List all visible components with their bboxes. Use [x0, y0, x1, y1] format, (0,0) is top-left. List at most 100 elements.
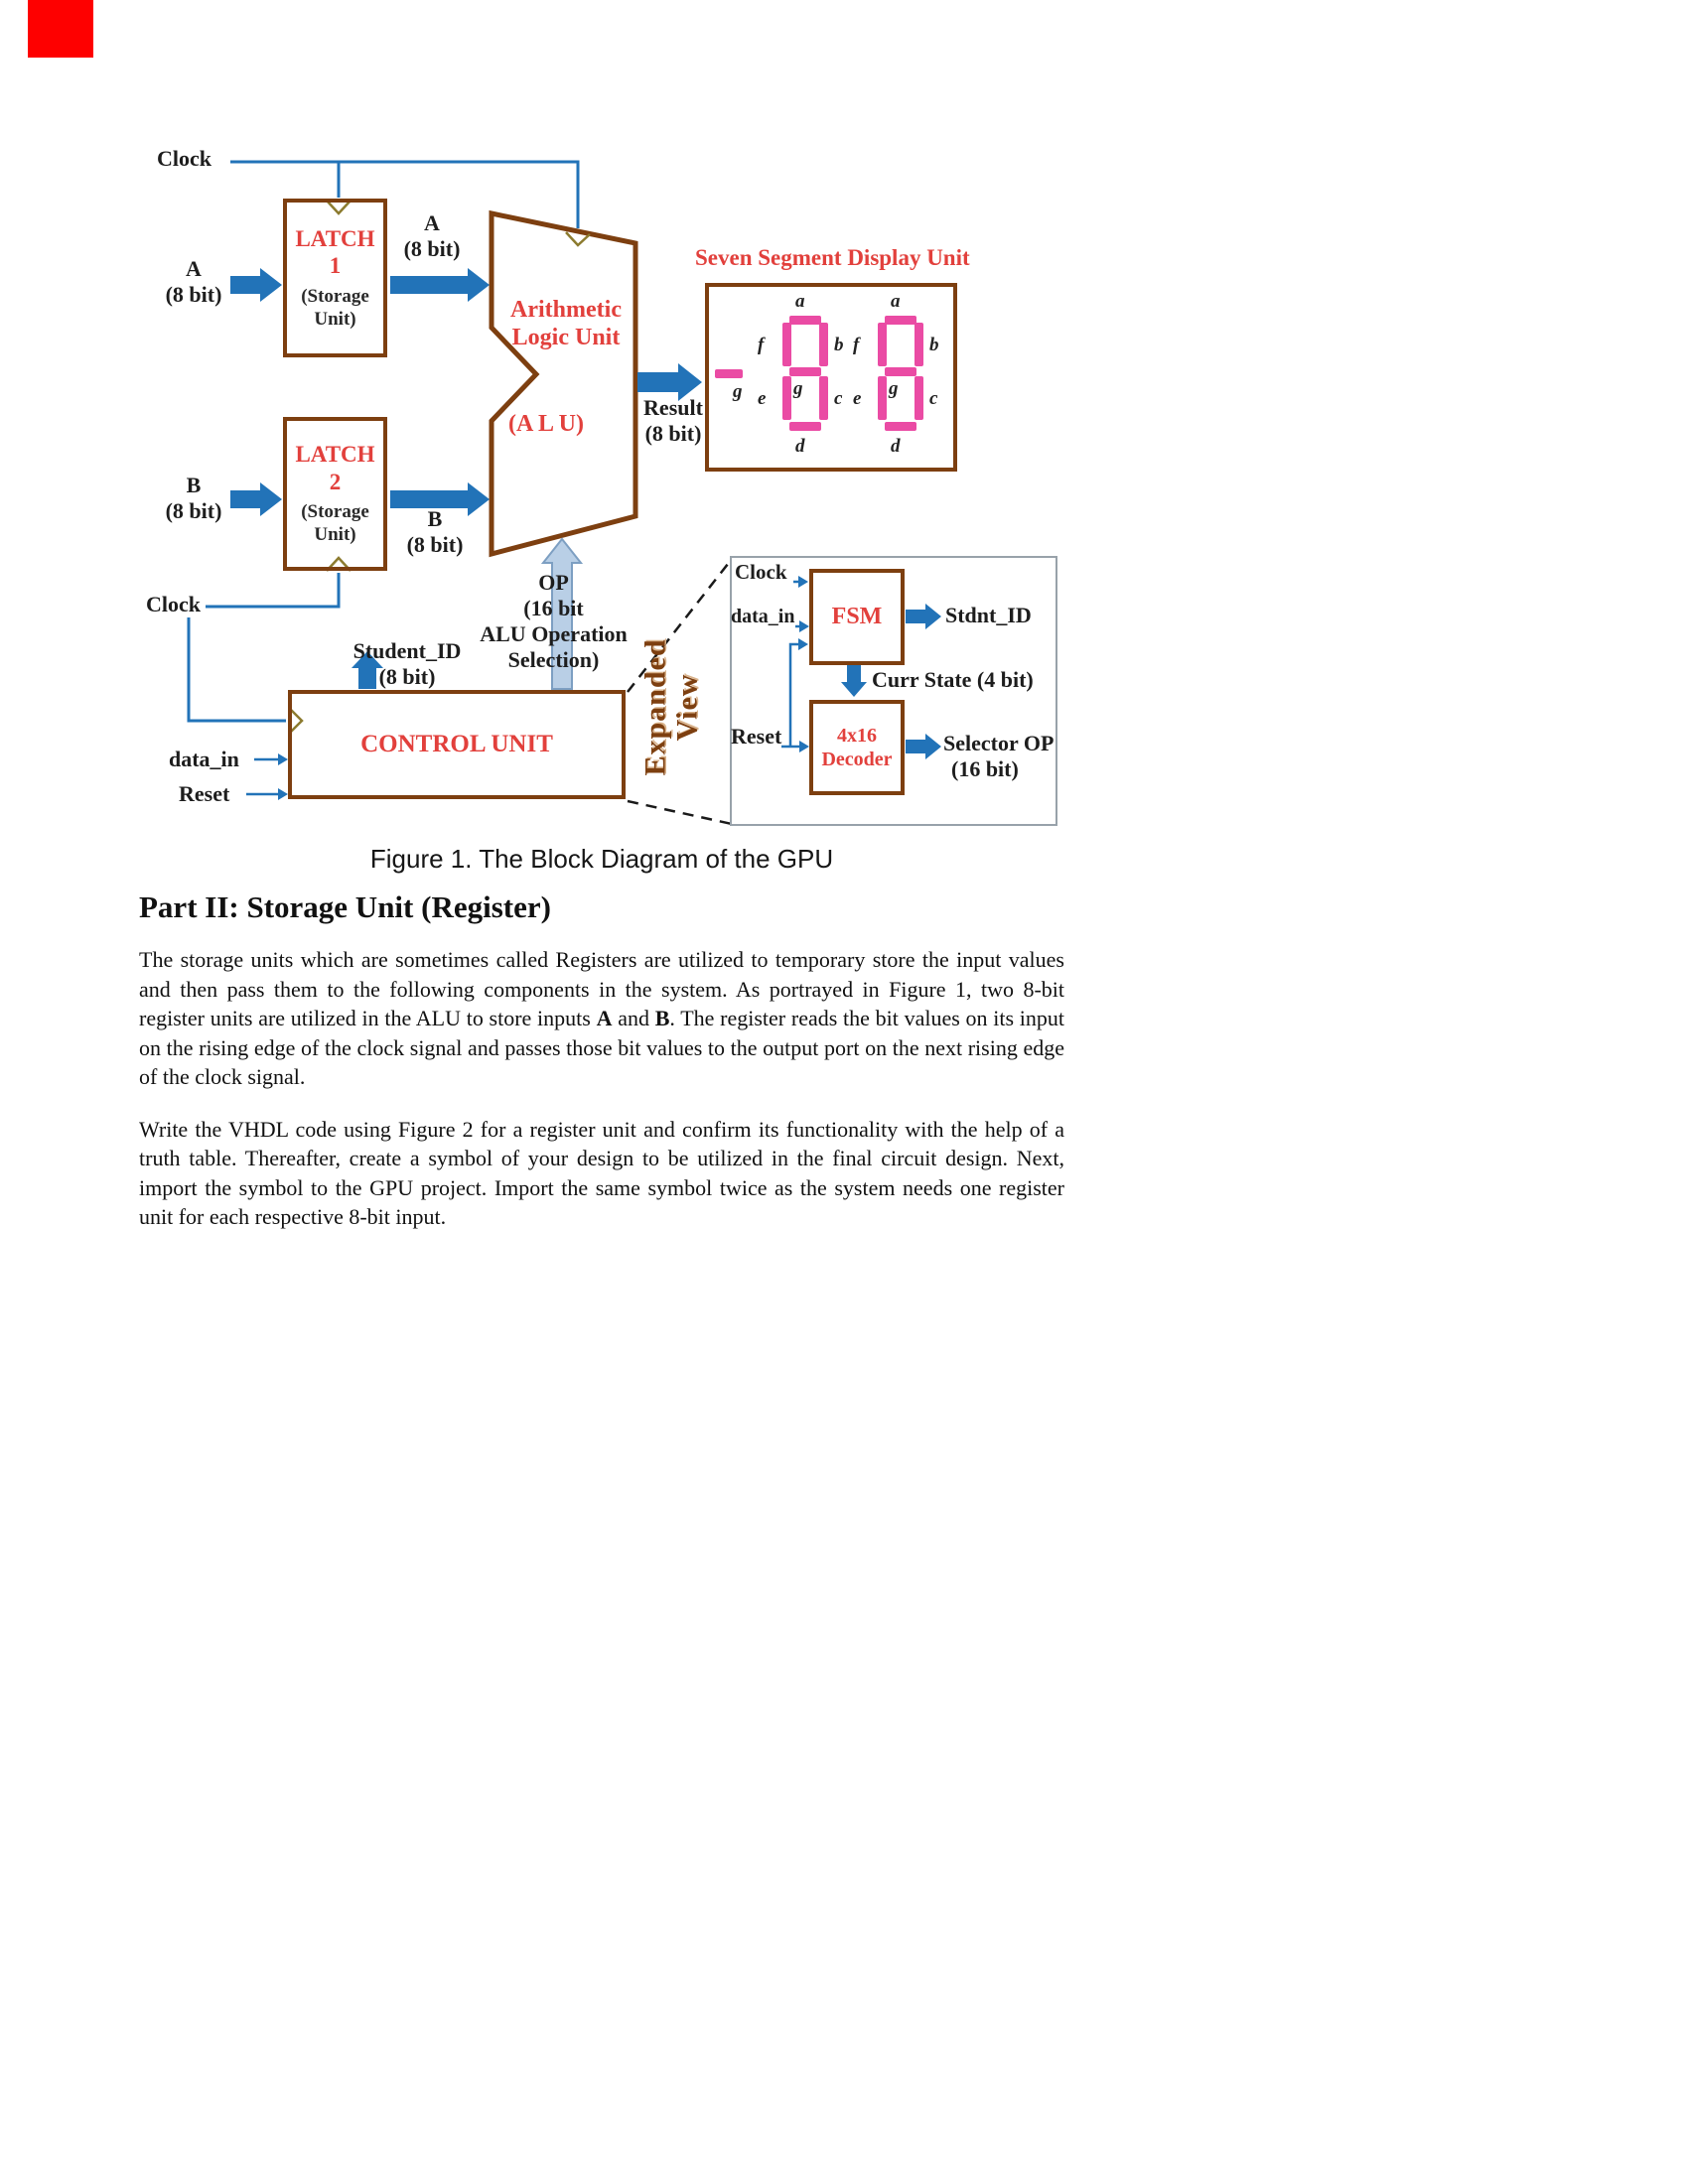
- arrow-alu-to-display: [637, 363, 702, 401]
- a-out-label: A (8 bit): [392, 210, 472, 262]
- op-line3: ALU Operation: [480, 620, 628, 646]
- arrow-op-selection: [540, 537, 584, 690]
- arrow-fsm-to-stdntid: [906, 604, 941, 629]
- arrow-studentid-up: [352, 651, 383, 689]
- clock-top-label: Clock: [157, 146, 211, 171]
- b-out-line2: (8 bit): [406, 531, 464, 557]
- student-id-label: Student_ID (8 bit): [338, 638, 477, 690]
- body-text: The storage units which are sometimes ca…: [139, 945, 1064, 1232]
- input-a-label: A (8 bit): [154, 256, 233, 308]
- expanded-reset-label: Reset: [731, 724, 782, 749]
- latch2-subtitle1: (Storage: [301, 501, 369, 523]
- arrow-latch2-to-alu: [390, 482, 490, 516]
- segment-label-f: f: [758, 335, 765, 355]
- para1-text2: and: [612, 1006, 655, 1030]
- result-line1: Result: [643, 395, 703, 420]
- latch1-number: 1: [329, 253, 342, 279]
- segment-label-d2: d: [891, 436, 901, 457]
- arrow-decoder-to-selector: [906, 734, 941, 759]
- latch2-title: LATCH: [295, 442, 375, 468]
- segment-label-c: c: [834, 388, 843, 409]
- para1-text3: . The register reads the bit values on i…: [139, 1006, 1064, 1089]
- figure-caption: Figure 1. The Block Diagram of the GPU: [369, 844, 834, 874]
- segment-label-minus-g: g: [733, 381, 743, 402]
- latch1-subtitle1: (Storage: [301, 285, 369, 307]
- segment-label-a: a: [795, 291, 805, 312]
- display-title: Seven Segment Display Unit: [695, 245, 970, 270]
- alu-title-line2: Logic Unit: [511, 325, 621, 351]
- fsm-title: FSM: [831, 604, 883, 630]
- arrow-latch1-to-alu: [390, 268, 490, 302]
- segment-label-e: e: [758, 388, 767, 409]
- control-unit-box: CONTROL UNIT: [288, 690, 626, 799]
- decoder-title-line2: Decoder: [821, 749, 893, 770]
- thin-signal-arrows: [246, 580, 799, 796]
- para1-bold-a: A: [596, 1006, 613, 1030]
- expanded-view-line2: View: [670, 673, 704, 742]
- student-id-line2: (8 bit): [378, 663, 436, 689]
- data-in-label: data_in: [169, 747, 239, 771]
- section-heading: Part II: Storage Unit (Register): [139, 889, 551, 924]
- expanded-view-line1: Expanded: [638, 638, 672, 776]
- decoder-title-line1: 4x16: [837, 725, 877, 747]
- segment-label-d: d: [795, 436, 805, 457]
- segment-label-f2: f: [853, 335, 860, 355]
- para1-bold-b: B: [654, 1006, 670, 1030]
- arrow-b-into-latch2: [230, 482, 282, 516]
- b-out-line1: B: [427, 506, 443, 531]
- arrow-fsm-to-decoder: [841, 665, 867, 697]
- seven-segment-display-box: [705, 283, 957, 472]
- selector-op-label: Selector OP (16 bit): [943, 731, 1054, 782]
- input-b-label: B (8 bit): [154, 473, 233, 524]
- b-out-label: B (8 bit): [395, 506, 475, 558]
- segment-label-g: g: [793, 378, 803, 399]
- result-line2: (8 bit): [644, 420, 702, 446]
- expanded-data-in-label: data_in: [731, 606, 795, 627]
- block-arrows: [230, 268, 941, 759]
- segment-label-e2: e: [853, 388, 862, 409]
- alu-shape: [489, 209, 638, 558]
- input-a-line2: (8 bit): [165, 281, 222, 307]
- op-label: OP (16 bit ALU Operation Selection): [467, 570, 640, 673]
- selector-op-line2: (16 bit): [951, 755, 1019, 781]
- a-out-line1: A: [424, 210, 440, 235]
- control-unit-title: CONTROL UNIT: [360, 731, 553, 757]
- clock-bottom-label: Clock: [146, 592, 201, 616]
- curr-state-label: Curr State (4 bit): [872, 667, 1034, 692]
- alu-title: Arithmetic Logic Unit: [496, 296, 635, 352]
- latch1-title: LATCH: [295, 225, 375, 251]
- thin-arrow-heads: [278, 576, 809, 800]
- alu-abbr: (A L U): [508, 411, 585, 437]
- fsm-box: FSM: [809, 569, 905, 665]
- clock-wires: [187, 160, 580, 723]
- op-line1: OP: [538, 570, 569, 595]
- segment-label-b: b: [834, 335, 844, 355]
- segment-label-b2: b: [929, 335, 939, 355]
- expanded-clock-label: Clock: [735, 560, 787, 584]
- input-a-line1: A: [186, 256, 202, 281]
- student-id-line1: Student_ID: [352, 638, 462, 663]
- arrow-a-into-latch1: [230, 268, 282, 302]
- paragraph-2: Write the VHDL code using Figure 2 for a…: [139, 1116, 1064, 1230]
- latch2-box: LATCH 2 (Storage Unit): [283, 417, 387, 571]
- stdnt-id-label: Stdnt_ID: [945, 603, 1032, 627]
- op-line4: Selection): [507, 646, 600, 672]
- paragraph-1: The storage units which are sometimes ca…: [139, 945, 1064, 1092]
- a-out-line2: (8 bit): [403, 235, 461, 261]
- expanded-view-label: Expanded View: [638, 628, 725, 787]
- red-corner-mark: [28, 0, 93, 58]
- selector-op-line1: Selector OP: [943, 731, 1055, 755]
- seven-segment-digits: [715, 316, 923, 431]
- segment-label-c2: c: [929, 388, 938, 409]
- op-line2: (16 bit: [523, 595, 584, 620]
- input-b-line1: B: [186, 473, 202, 497]
- expanded-view-panel: [730, 556, 1057, 826]
- dashed-expansion-lines: [627, 558, 733, 826]
- segment-label-a2: a: [891, 291, 901, 312]
- input-b-line2: (8 bit): [165, 497, 222, 523]
- result-label: Result (8 bit): [632, 395, 715, 447]
- latch1-subtitle2: Unit): [314, 308, 356, 330]
- reset-label: Reset: [179, 781, 230, 806]
